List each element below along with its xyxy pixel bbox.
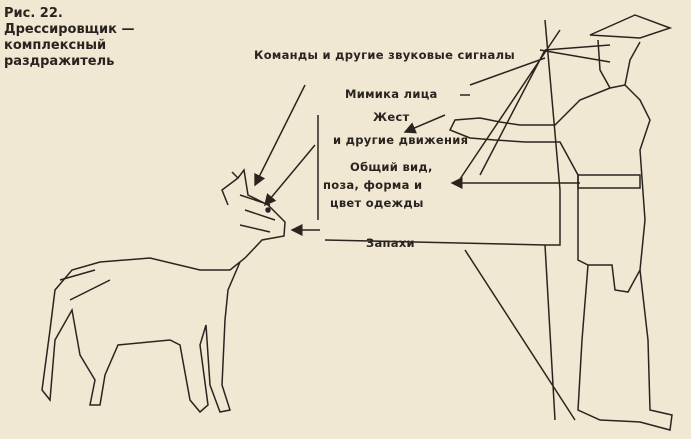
label-smells: Запахи bbox=[366, 236, 415, 250]
trainer-drawing bbox=[448, 14, 673, 431]
label-gesture: Жест bbox=[373, 110, 410, 124]
figure-caption: Рис. 22. Дрессировщик — комплексный разд… bbox=[4, 6, 135, 70]
label-appearance-3: цвет одежды bbox=[330, 196, 424, 210]
label-appearance-1: Общий вид, bbox=[350, 160, 433, 174]
label-appearance-2: поза, форма и bbox=[323, 178, 423, 192]
dog-drawing bbox=[41, 168, 286, 414]
figure-title-line2: комплексный bbox=[4, 38, 107, 53]
label-sounds: Команды и другие звуковые сигналы bbox=[254, 48, 515, 62]
connector-lines bbox=[254, 19, 611, 421]
figure-title-line1: Дрессировщик — bbox=[4, 22, 135, 37]
label-movements: и другие движения bbox=[333, 133, 469, 147]
figure-number: Рис. 22. bbox=[4, 6, 63, 21]
label-face: Мимика лица bbox=[345, 87, 438, 101]
figure-title-line3: раздражитель bbox=[4, 54, 115, 69]
